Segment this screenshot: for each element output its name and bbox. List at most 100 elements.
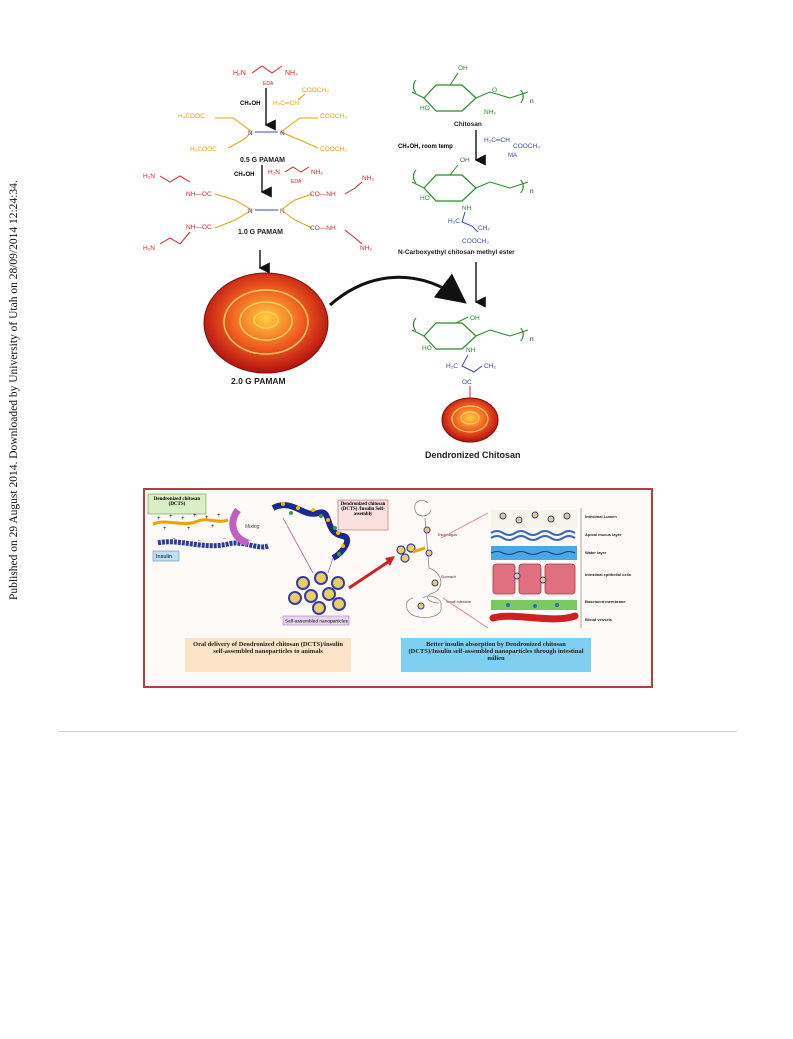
dcts-label: Dendronized chitosan (DCTS) [153,497,201,507]
dendronized-chitosan-structure: ( ) n OH HO NH H₂C CH₂ OC Dendronized Ch… [411,315,534,460]
eda-label: EDA [263,81,274,87]
svg-text:OH: OH [458,65,468,72]
eda-h2n: H₂N [233,70,246,77]
final-label: Dendronized Chitosan [425,450,521,460]
step-conditions: CH₃OH, room temp [398,144,453,150]
svg-text:COOCH₃: COOCH₃ [320,113,347,120]
insulin-chain: −−−− [157,536,269,550]
svg-text:H₂N: H₂N [268,169,280,176]
label-0-5g: 0.5 G PAMAM [240,157,285,164]
svg-text:n: n [530,98,534,105]
svg-text:(: ( [412,315,417,331]
eda-nh2: NH₂ [285,70,298,77]
svg-text:NH₂: NH₂ [484,109,496,116]
page-rule [58,731,737,732]
svg-text:n: n [530,336,534,343]
svg-text:H₂C═CH: H₂C═CH [484,137,510,144]
svg-text:−: − [198,538,201,544]
svg-text:NH₂: NH₂ [360,245,372,252]
svg-text:H₂C═CH: H₂C═CH [273,100,299,107]
svg-text:COOCH₃: COOCH₃ [513,143,540,150]
pamam-0-5g: H₃COOC H₃COOC COOCH₃ COOCH₃ N N 0.5 G PA… [178,113,347,164]
blood-label: Blood vessels [585,617,613,622]
svg-text:COOCH₃: COOCH₃ [302,87,329,94]
svg-text:NH—OC: NH—OC [186,191,212,198]
svg-text:): ) [520,177,525,193]
mucus-label: Apical mucus layer [585,532,622,537]
svg-text:CH₂: CH₂ [478,225,490,232]
graphical-abstract: Dendronized chitosan (DCTS) +++++++++ − −… [143,488,653,688]
svg-text:−: − [173,536,176,542]
svg-text:−: − [223,536,226,542]
svg-text:CH₃OH: CH₃OH [234,172,254,178]
water-label: Water layer [585,550,607,555]
svg-text:NH—OC: NH—OC [186,224,212,231]
ester-label: N-Carboxyethyl chitosan methyl ester [398,249,515,256]
svg-text:+: + [193,513,197,519]
svg-text:N: N [248,208,253,215]
svg-text:+: + [169,514,173,520]
label-2-0g: 2.0 G PAMAM [231,376,286,386]
label-1-0g: 1.0 G PAMAM [238,229,283,236]
svg-text:N: N [280,130,285,137]
svg-text:H₂N: H₂N [143,173,155,180]
eda-molecule: H₂N NH₂ EDA [233,65,298,87]
svg-text:NH₂: NH₂ [311,169,323,176]
svg-text:OH: OH [470,315,480,322]
svg-text:COOCH₃: COOCH₃ [462,238,489,245]
svg-text:n: n [530,188,534,195]
svg-text:MA: MA [508,153,517,159]
svg-text:+: + [211,524,215,530]
gi-tract-illustration [396,499,442,618]
svg-text:): ) [520,325,525,341]
svg-text:EDA: EDA [291,179,302,185]
chitosan-structure: ( ) n OH HO NH₂ O Chitosan [411,65,534,128]
self-assembly-label: Dendronized chitosan (DCTS) /Insulin Sel… [340,502,386,517]
svg-text:N: N [248,130,253,137]
svg-text:H₃COOC: H₃COOC [178,113,205,120]
svg-text:+: + [181,516,185,522]
stomach-label: Stomach [441,575,456,579]
methyl-acrylate-1: H₂C═CH COOCH₃ [273,87,329,107]
svg-text:(: ( [412,167,417,183]
svg-text:+: + [187,526,191,532]
svg-text:−: − [248,538,251,544]
small-intestine-label: Small Intestine [446,600,471,604]
svg-text:CO—NH: CO—NH [310,191,336,198]
dcts-chain: +++++++++ [152,513,229,532]
svg-text:HO: HO [422,345,432,352]
eda-2: H₂N NH₂ EDA [268,166,323,185]
intestinal-layers [489,510,579,623]
step1-solvent: CH₃OH [240,101,260,107]
svg-text:HO: HO [420,195,430,202]
mixing-label: Mixing [245,524,260,530]
nanoparticles-label: Self-assembled nanoparticles [285,619,349,625]
pamam-2-0g-dendrimer: 2.0 G PAMAM [203,272,329,386]
synthesis-scheme: H₂N NH₂ EDA CH₃OH H₂C═CH COOCH₃ H₃COOC H… [143,65,540,460]
svg-text:H₃COOC: H₃COOC [190,146,217,153]
svg-text:+: + [157,516,161,522]
svg-text:O: O [492,87,497,94]
esophagus-label: Esophagus [438,533,457,537]
svg-text:OH: OH [460,157,470,164]
svg-text:H₂C: H₂C [448,218,460,225]
svg-text:NH: NH [462,205,472,212]
svg-text:+: + [163,526,167,532]
pamam-1-0g: H₂N NH—OC NH—OC H₂N N N CO—NH CO—NH NH₂ … [143,173,374,252]
svg-text:CH₂: CH₂ [484,363,496,370]
svg-text:H₂C: H₂C [446,363,458,370]
basement-label: Basement membrane [585,599,626,604]
svg-text:NH₂: NH₂ [362,175,374,182]
chitosan-label: Chitosan [454,121,482,128]
svg-text:HO: HO [420,105,430,112]
svg-text:H₂N: H₂N [143,245,155,252]
insulin-label: Insulin [156,554,172,560]
caption-left: Oral delivery of Dendronized chitosan (D… [193,641,343,655]
methyl-acrylate-2: H₂C═CH COOCH₃ MA [484,137,540,159]
svg-text:OC: OC [462,379,472,386]
svg-text:): ) [520,87,525,103]
nanoparticle-cluster [288,571,346,615]
lumen-label: Intestinal Lumen [585,514,617,519]
svg-text:CO—NH: CO—NH [310,225,336,232]
svg-text:+: + [217,513,221,519]
